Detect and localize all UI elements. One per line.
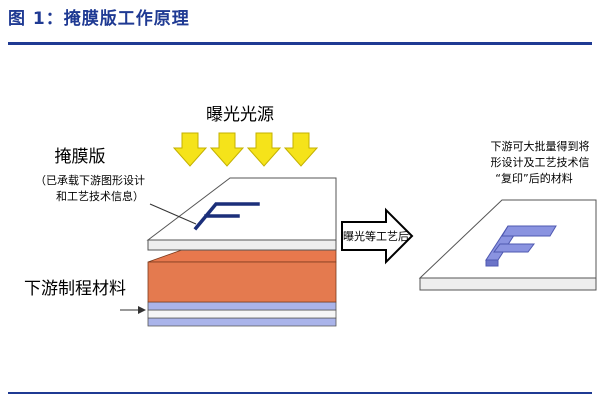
material-layer-middle xyxy=(147,309,337,319)
mask-note-line1: （已承载下游图形设计 xyxy=(35,174,145,187)
result-plate xyxy=(418,199,597,291)
result-pattern-f xyxy=(485,225,557,267)
mask-note-line2: 和工艺技术信息） xyxy=(56,189,144,203)
material-pointer-arrow xyxy=(120,306,146,314)
mask-plate-top xyxy=(146,177,337,241)
material-layer-bottom xyxy=(147,317,337,327)
result-line3: “复印”后的材料 xyxy=(495,171,572,185)
bottom-rule xyxy=(8,392,592,394)
mask-plate xyxy=(146,177,337,251)
light-arrow-1 xyxy=(172,132,208,167)
mask-pointer xyxy=(149,203,197,225)
light-arrow-4 xyxy=(283,132,319,167)
light-arrow-3 xyxy=(246,132,282,167)
copper-layer-front xyxy=(147,261,337,303)
process-arrow xyxy=(341,207,414,265)
mask-plate-edge xyxy=(147,239,337,251)
mask-pattern-f xyxy=(193,202,260,231)
process-arrow-label: 曝光等工艺后 xyxy=(343,229,409,243)
material-layer-upper xyxy=(147,301,337,311)
mask-label: 掩膜版 xyxy=(55,147,106,167)
light-arrows xyxy=(172,132,319,167)
downstream-material-label: 下游制程材料 xyxy=(24,279,126,299)
result-plate-edge xyxy=(419,277,597,291)
figure-title: 图 1：掩膜版工作原理 xyxy=(8,9,190,29)
light-arrow-2 xyxy=(209,132,245,167)
light-source-label: 曝光光源 xyxy=(206,105,274,125)
title-rule xyxy=(8,42,592,45)
result-line1: 下游可大批量得到将 xyxy=(491,139,590,153)
result-line2: 形设计及工艺技术信 xyxy=(491,156,590,169)
